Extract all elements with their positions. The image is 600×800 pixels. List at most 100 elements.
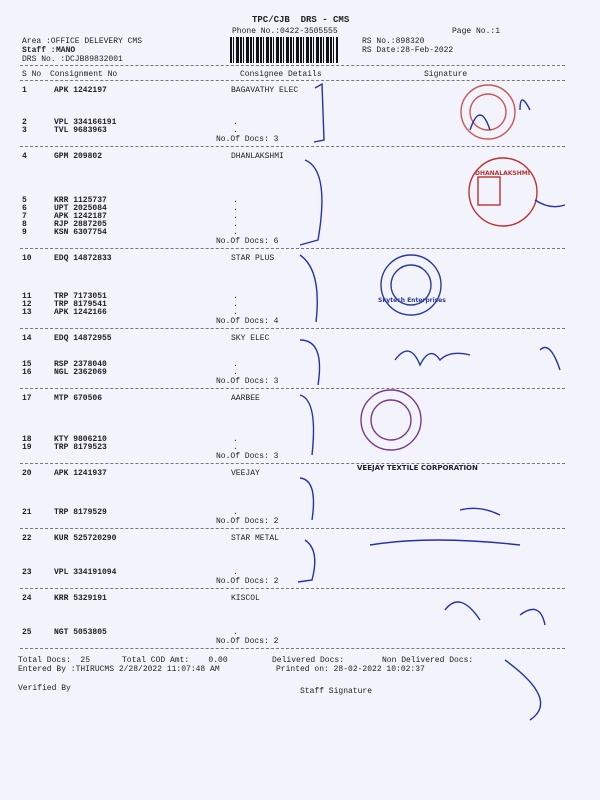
serial-number: 3 xyxy=(22,126,27,135)
dot: . xyxy=(233,118,238,127)
consignment-number: VPL 334166191 xyxy=(54,118,117,127)
consignment-number: TRP 7173051 xyxy=(54,292,107,301)
serial-number: 11 xyxy=(22,292,32,301)
phone-number: Phone No.:0422-3505555 xyxy=(232,27,338,36)
consignee-name: STAR METAL xyxy=(231,534,280,543)
serial-number: 20 xyxy=(22,469,32,478)
table-row: 22 KUR 525720290 STAR METAL xyxy=(0,534,600,544)
serial-number: 18 xyxy=(22,435,32,444)
entered-by: Entered By :THIRUCMS 2/28/2022 11:07:48 … xyxy=(18,665,220,674)
consignee-name: VEEJAY xyxy=(231,469,260,478)
consignee-name: KISCOL xyxy=(231,594,260,603)
dot: . xyxy=(233,212,238,221)
serial-number: 1 xyxy=(22,86,27,95)
divider xyxy=(20,328,565,329)
table-row: 11 TRP 7173051. xyxy=(0,292,600,302)
divider xyxy=(20,80,565,81)
dot: . xyxy=(233,196,238,205)
serial-number: 7 xyxy=(22,212,27,221)
barcode xyxy=(230,37,338,63)
consignment-number: UPT 2025084 xyxy=(54,204,107,213)
dot: . xyxy=(233,360,238,369)
divider xyxy=(20,248,565,249)
divider xyxy=(20,388,565,389)
dot: . xyxy=(233,368,238,377)
consignment-number: MTP 670506 xyxy=(54,394,103,403)
page-number: Page No.:1 xyxy=(452,27,501,36)
consignment-number: APK 1242166 xyxy=(54,308,107,317)
serial-number: 25 xyxy=(22,628,32,637)
docs-count: No.Of Docs: 2 xyxy=(216,577,279,586)
consignee-name: STAR PLUS xyxy=(231,254,275,263)
divider xyxy=(20,463,565,464)
staff-signature-label: Staff Signature xyxy=(300,687,373,696)
staff-label: Staff : xyxy=(22,46,56,55)
area: Area :OFFICE DELEVERY CMS xyxy=(22,37,143,46)
printed-on: Printed on: 28-02-2022 10:02:37 xyxy=(276,665,425,674)
consignment-number: VPL 334191094 xyxy=(54,568,117,577)
docs-count: No.Of Docs: 3 xyxy=(216,377,279,386)
total-docs: Total Docs: 25 xyxy=(18,656,91,665)
consignment-number: KTY 9806210 xyxy=(54,435,107,444)
verified-by: Verified By xyxy=(18,684,71,693)
serial-number: 9 xyxy=(22,228,27,237)
delivered-docs: Delivered Docs: xyxy=(272,656,345,665)
col-consignee: Consignee Details xyxy=(240,70,322,79)
dot: . xyxy=(233,308,238,317)
consignment-number: TRP 8179529 xyxy=(54,508,107,517)
serial-number: 19 xyxy=(22,443,32,452)
consignee-name: DHANLAKSHMI xyxy=(231,152,284,161)
docs-count: No.Of Docs: 2 xyxy=(216,517,279,526)
serial-number: 2 xyxy=(22,118,27,127)
consignment-number: GPM 209802 xyxy=(54,152,103,161)
col-signature: Signature xyxy=(424,70,468,79)
serial-number: 5 xyxy=(22,196,27,205)
dot: . xyxy=(233,204,238,213)
serial-number: 8 xyxy=(22,220,27,229)
dot: . xyxy=(233,628,238,637)
serial-number: 15 xyxy=(22,360,32,369)
table-row: 2 VPL 334166191. xyxy=(0,118,600,128)
serial-number: 6 xyxy=(22,204,27,213)
docs-count: No.Of Docs: 3 xyxy=(216,135,279,144)
dot: . xyxy=(233,443,238,452)
dot: . xyxy=(233,228,238,237)
staff-name: MANO xyxy=(56,46,76,55)
serial-number: 22 xyxy=(22,534,32,543)
consignment-number: NGT 5053805 xyxy=(54,628,107,637)
serial-number: 24 xyxy=(22,594,32,603)
divider xyxy=(20,146,565,147)
serial-number: 16 xyxy=(22,368,32,377)
serial-number: 13 xyxy=(22,308,32,317)
consignment-number: TVL 9683963 xyxy=(54,126,107,135)
table-row: 13 APK 1242166. xyxy=(0,308,600,318)
dot: . xyxy=(233,292,238,301)
divider xyxy=(20,528,565,529)
consignment-number: KUR 525720290 xyxy=(54,534,117,543)
serial-number: 17 xyxy=(22,394,32,403)
consignment-number: RSP 2378040 xyxy=(54,360,107,369)
dot: . xyxy=(233,568,238,577)
consignee-name: BAGAVATHY ELEC xyxy=(231,86,299,95)
docs-count: No.Of Docs: 4 xyxy=(216,317,279,326)
dot: . xyxy=(233,508,238,517)
non-delivered-docs: Non Delivered Docs: xyxy=(382,656,474,665)
dot: . xyxy=(233,300,238,309)
